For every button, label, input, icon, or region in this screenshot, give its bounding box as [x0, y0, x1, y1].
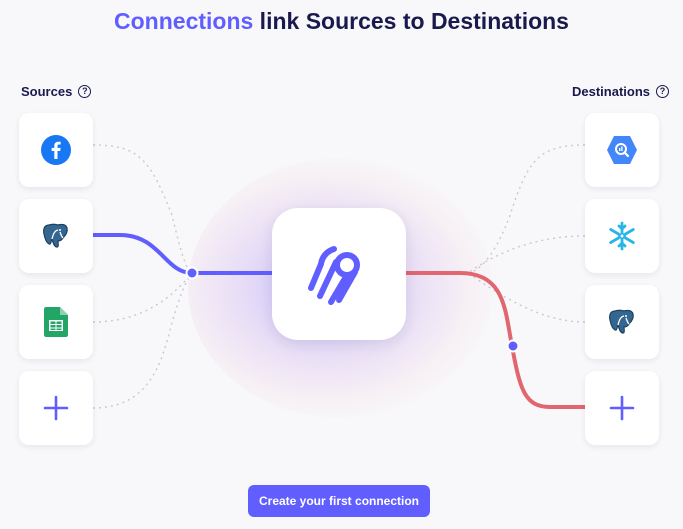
- airbyte-logo-icon: [308, 246, 360, 305]
- destination-card-add[interactable]: [585, 371, 659, 445]
- postgres-elephant-icon: [43, 223, 68, 248]
- title-rest: link Sources to Destinations: [253, 8, 569, 34]
- source-junction-dot: [185, 266, 199, 280]
- dotted-line-dest-bigquery: [467, 144, 586, 274]
- facebook-icon: [41, 135, 71, 165]
- title-accent: Connections: [114, 8, 254, 34]
- destinations-label: Destinations ?: [572, 84, 669, 99]
- bigquery-icon: [607, 136, 637, 164]
- source-card-google-sheets[interactable]: [19, 285, 93, 359]
- destinations-label-text: Destinations: [571, 84, 650, 99]
- google-sheets-icon: [44, 307, 68, 337]
- sources-label: Sources ?: [21, 84, 92, 99]
- plus-icon: [43, 395, 69, 421]
- dotted-line-dest-postgres: [467, 272, 586, 323]
- dotted-line-source-facebook: [92, 144, 193, 274]
- page-title: Connections link Sources to Destinations: [0, 8, 683, 35]
- create-connection-button[interactable]: Create your first connection: [248, 485, 430, 517]
- destination-junction-dot: [506, 339, 520, 353]
- sources-label-text: Sources: [21, 84, 73, 99]
- destination-connection-line: [406, 271, 585, 409]
- dotted-line-dest-snowflake: [467, 235, 586, 274]
- postgres-elephant-icon: [609, 309, 634, 334]
- sources-help-icon[interactable]: ?: [78, 85, 92, 98]
- plus-icon: [609, 395, 635, 421]
- destination-card-bigquery[interactable]: [585, 113, 659, 187]
- dotted-line-source-add: [92, 272, 193, 409]
- source-card-postgres[interactable]: [19, 199, 93, 273]
- source-card-add[interactable]: [19, 371, 93, 445]
- source-card-facebook[interactable]: [19, 113, 93, 187]
- airbyte-hub: [272, 208, 406, 340]
- dotted-line-source-sheets: [92, 272, 193, 323]
- snowflake-icon: [609, 221, 635, 251]
- destination-card-postgres[interactable]: [585, 285, 659, 359]
- destinations-help-icon[interactable]: ?: [656, 85, 669, 98]
- destination-card-snowflake[interactable]: [585, 199, 659, 273]
